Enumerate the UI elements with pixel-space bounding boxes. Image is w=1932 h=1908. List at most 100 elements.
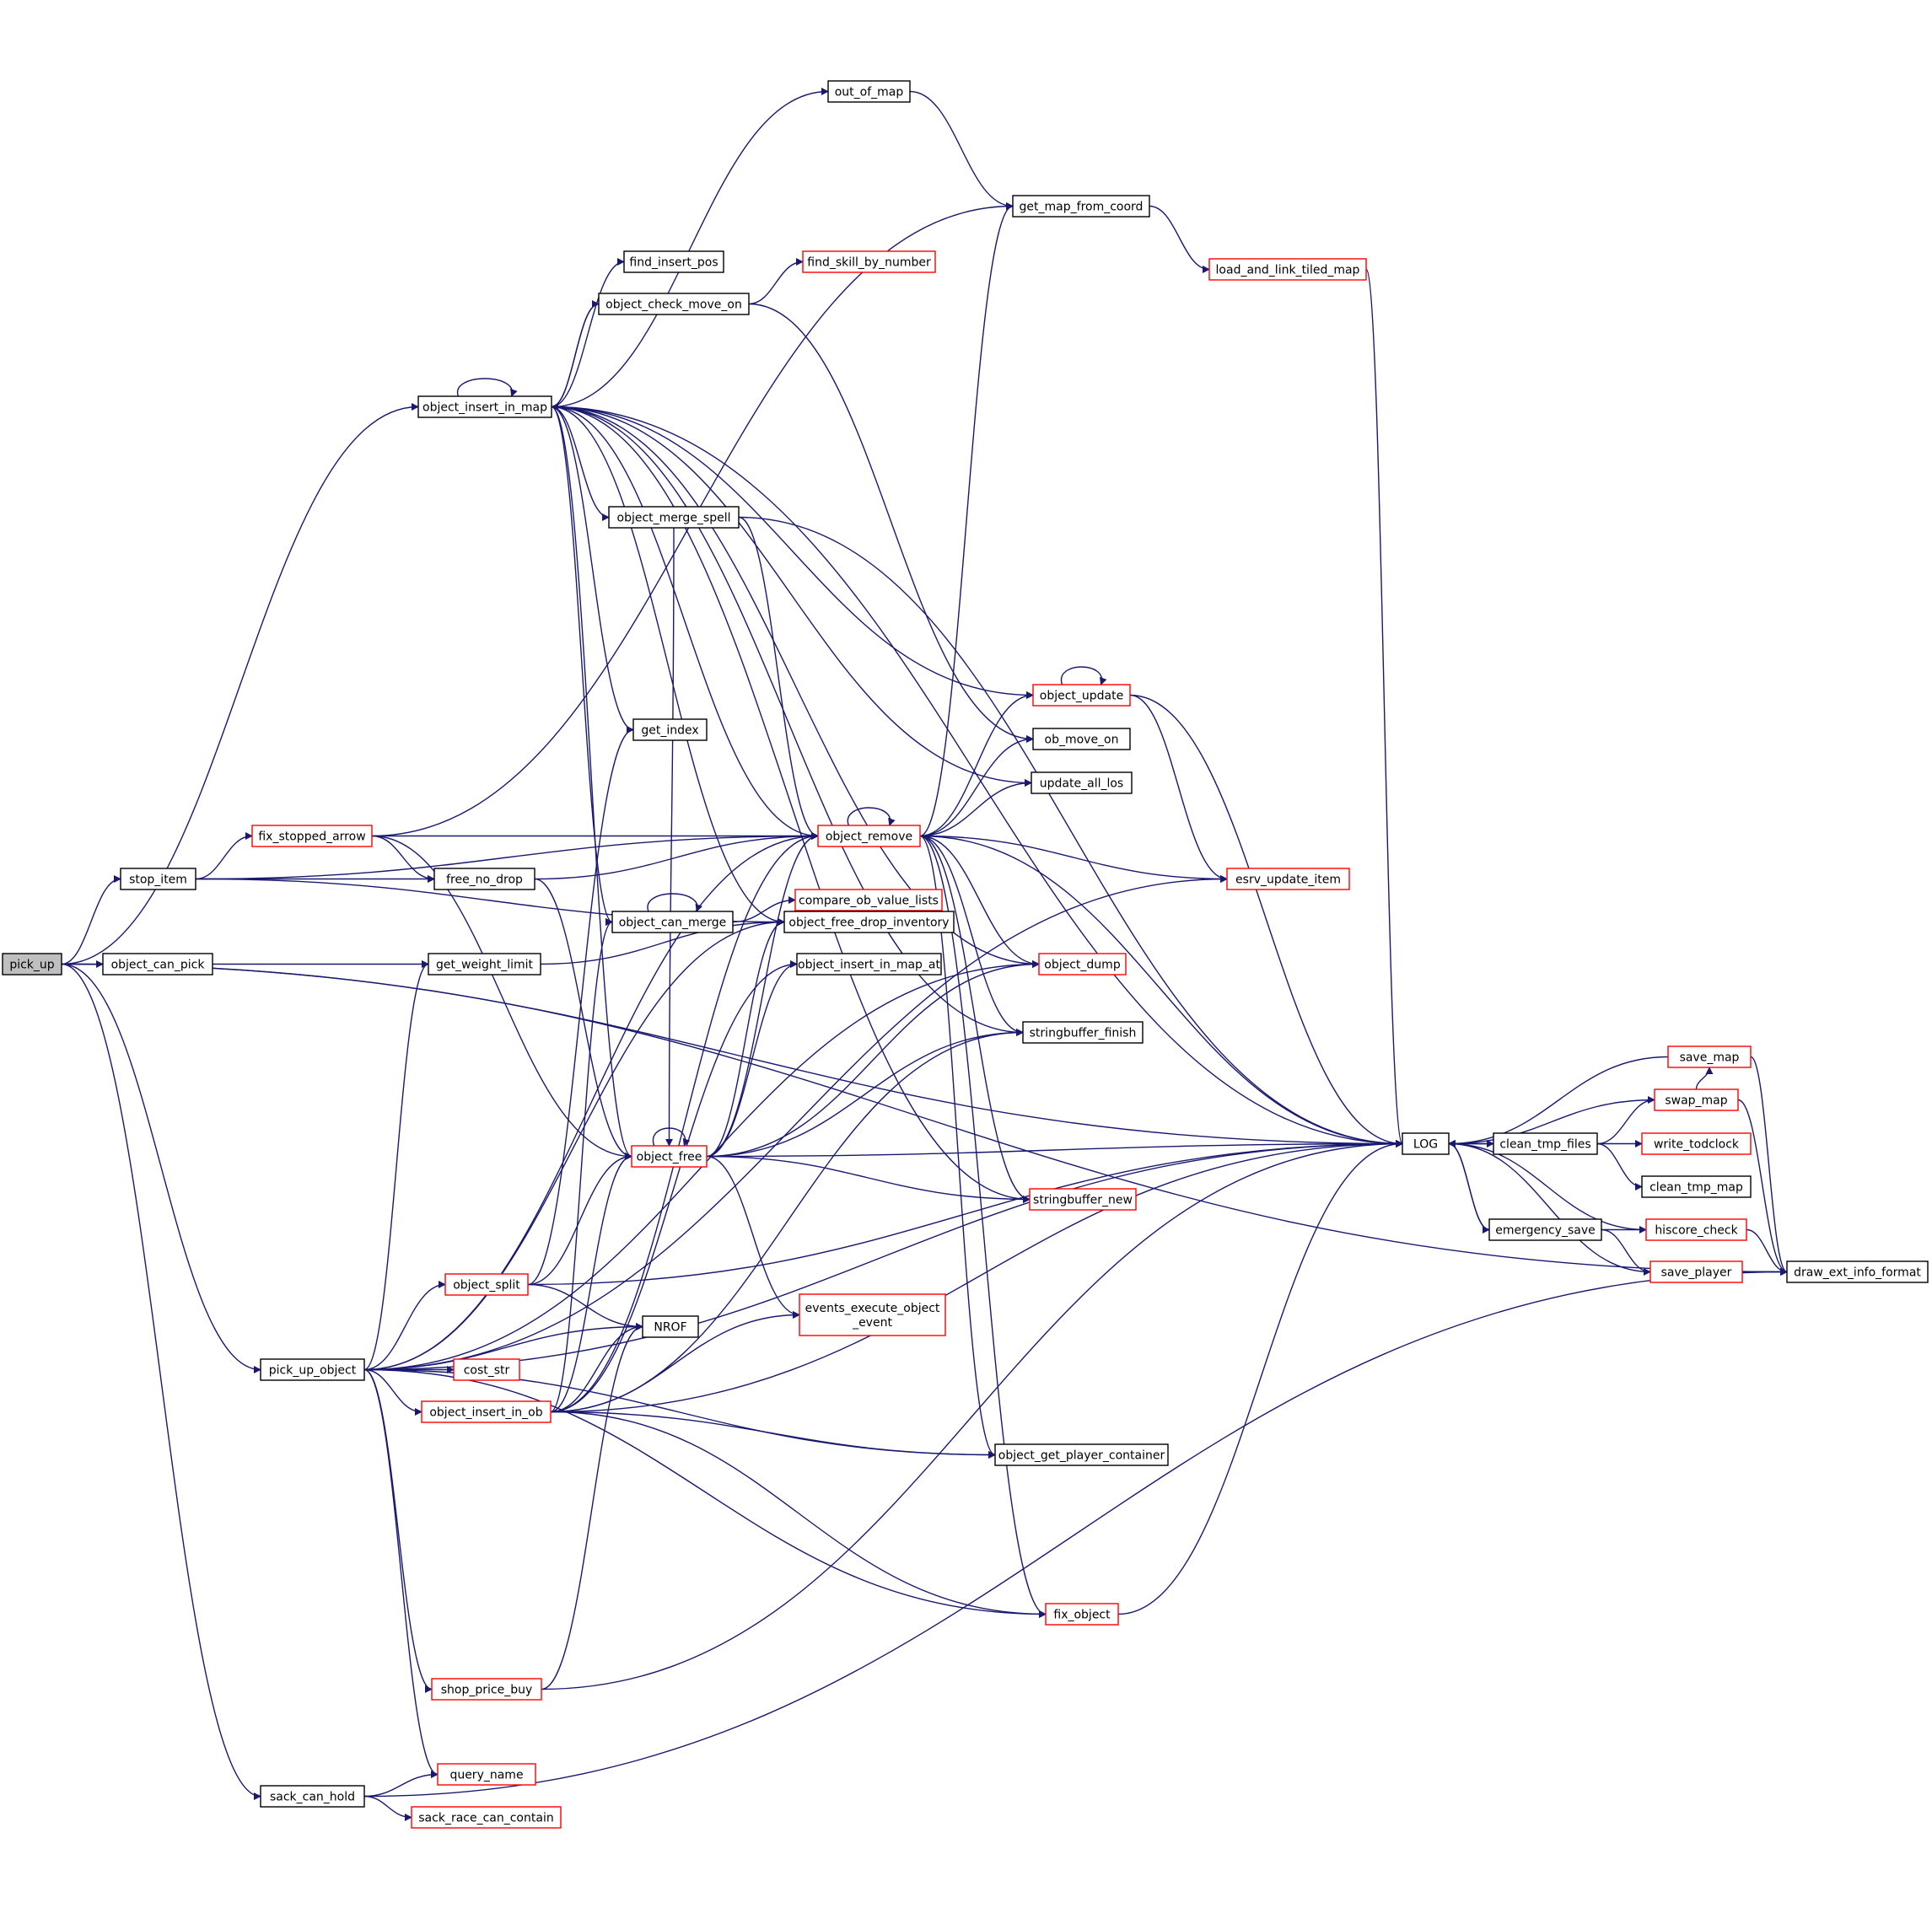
node-label: object_split (453, 1279, 520, 1293)
edge-object_insert_in_ob-to-object_free (550, 1153, 632, 1413)
node-get-weight-limit[interactable]: get_weight_limit (428, 953, 541, 975)
node-object-can-pick[interactable]: object_can_pick (102, 953, 213, 975)
node-label: object_check_move_on (605, 298, 742, 312)
node-hiscore-check[interactable]: hiscore_check (1645, 1218, 1747, 1241)
node-object-dump[interactable]: object_dump (1038, 953, 1127, 975)
node-label: free_no_drop (446, 873, 523, 887)
node-sack-can-hold[interactable]: sack_can_hold (260, 1785, 365, 1808)
node-object-merge-spell[interactable]: object_merge_spell (608, 506, 740, 529)
node-sack-race-can-contain[interactable]: sack_race_can_contain (411, 1806, 562, 1829)
edge-object_remove-to-get_map_from_coord (919, 202, 1014, 837)
node-object-insert-in-map[interactable]: object_insert_in_map (417, 395, 552, 418)
edge-object_free-to-stringbuffer_finish (706, 1029, 1024, 1158)
node-box (120, 868, 196, 890)
node-object-can-merge[interactable]: object_can_merge (611, 911, 734, 933)
node-object-free-drop-inventory[interactable]: object_free_drop_inventory (783, 911, 955, 933)
edge-free_no_drop-to-object_free (534, 878, 632, 1160)
node-clean-tmp-files[interactable]: clean_tmp_files (1493, 1132, 1598, 1155)
node-swap-map[interactable]: swap_map (1654, 1088, 1739, 1111)
node-NROF[interactable]: NROF (642, 1315, 699, 1338)
edge-object_remove-to-update_all_los (919, 779, 1032, 837)
edge-object_remove-to-stringbuffer_new (919, 835, 1031, 1203)
node-box (632, 718, 708, 741)
node-compare-ob-value-lists[interactable]: compare_ob_value_lists (794, 889, 943, 911)
node-stringbuffer-finish[interactable]: stringbuffer_finish (1022, 1021, 1144, 1044)
node-box (1022, 1021, 1144, 1044)
node-update-all-los[interactable]: update_all_los (1031, 771, 1133, 794)
node-object-remove[interactable]: object_remove (817, 825, 921, 847)
node-get-map-from-coord[interactable]: get_map_from_coord (1012, 195, 1150, 218)
node-label: shop_price_buy (441, 1684, 533, 1697)
edge-pick_up_object-to-object_free_drop_inventory (363, 918, 785, 1371)
node-object-insert-in-map-at[interactable]: object_insert_in_map_at (796, 953, 942, 975)
edge-object_free-to-object_insert_in_map_at (706, 960, 798, 1158)
edge-object_insert_in_map-to-object_free_drop_inventory (551, 406, 785, 926)
edge-sack_can_hold-to-query_name (363, 1771, 439, 1798)
node-draw-ext-info-format[interactable]: draw_ext_info_format (1786, 1260, 1929, 1283)
edge-free_no_drop-to-object_remove (534, 832, 819, 880)
node-emergency-save[interactable]: emergency_save (1488, 1218, 1602, 1241)
node-stop-item[interactable]: stop_item (120, 868, 196, 890)
node-out-of-map[interactable]: out_of_map (827, 80, 911, 103)
edge-pick_up-to-sack_can_hold (61, 963, 261, 1800)
node-pick-up[interactable]: pick_up (2, 953, 62, 975)
node-fix-object[interactable]: fix_object (1045, 1603, 1119, 1626)
node-fix-stopped-arrow[interactable]: fix_stopped_arrow (251, 825, 373, 847)
node-object-get-player-container[interactable]: object_get_player_container (994, 1443, 1169, 1466)
node-pick-up-object[interactable]: pick_up_object (260, 1358, 365, 1381)
node-object-free[interactable]: object_free (631, 1145, 708, 1168)
edge-object_remove-to-object_get_player_container (919, 835, 996, 1459)
edge-object_update-to-esrv_update_item (1129, 694, 1228, 883)
node-find-insert-pos[interactable]: find_insert_pos (623, 250, 724, 273)
edge-object_insert_in_map-to-get_index (551, 406, 634, 734)
edge-clean_tmp_files-to-clean_tmp_map (1596, 1142, 1643, 1190)
node-label: update_all_los (1040, 777, 1123, 791)
node-find-skill-by-number[interactable]: find_skill_by_number (802, 250, 936, 273)
edge-pick_up_object-to-object_remove (363, 832, 819, 1371)
node-cost-str[interactable]: cost_str (453, 1358, 520, 1381)
node-label: clean_tmp_map (1649, 1181, 1743, 1195)
node-LOG[interactable]: LOG (1402, 1132, 1450, 1155)
node-box (1641, 1175, 1752, 1198)
node-save-map[interactable]: save_map (1667, 1045, 1752, 1068)
node-label: stop_item (129, 873, 187, 887)
node-object-update[interactable]: object_update (1032, 684, 1131, 707)
node-box (417, 395, 552, 418)
node-label: object_insert_in_map (422, 401, 547, 415)
node-free-no-drop[interactable]: free_no_drop (433, 868, 535, 890)
node-box (437, 1763, 536, 1786)
edge-object_free-to-stringbuffer_new (706, 1155, 1031, 1203)
node-save-player[interactable]: save_player (1649, 1260, 1743, 1283)
edge-clean_tmp_files-to-swap_map (1596, 1096, 1655, 1145)
edge-object_insert_in_map-to-object_free (551, 406, 632, 1160)
node-shop-price-buy[interactable]: shop_price_buy (431, 1678, 542, 1701)
node-label: object_can_pick (111, 959, 206, 972)
node-label: hiscore_check (1655, 1224, 1738, 1238)
node-box (802, 250, 936, 273)
node-label: object_remove (826, 830, 912, 844)
edge-object_insert_in_ob-to-LOG (550, 1140, 1403, 1413)
node-object-check-move-on[interactable]: object_check_move_on (598, 293, 750, 315)
node-stringbuffer-new[interactable]: stringbuffer_new (1029, 1188, 1137, 1211)
node-get-index[interactable]: get_index (632, 718, 708, 741)
edge-object_update-to-object_update (1060, 666, 1107, 685)
node-box (783, 911, 955, 933)
node-write-todclock[interactable]: write_todclock (1641, 1132, 1752, 1155)
node-load-and-link-tiled-map[interactable]: load_and_link_tiled_map (1208, 258, 1367, 281)
node-object-insert-in-ob[interactable]: object_insert_in_ob (421, 1400, 552, 1423)
node-ob-move-on[interactable]: ob_move_on (1032, 728, 1131, 750)
node-box (260, 1785, 365, 1808)
edge-pick_up_object-to-object_split (363, 1281, 446, 1371)
edge-object_remove-to-ob_move_on (919, 735, 1034, 837)
edge-object_insert_in_map-to-object_remove (551, 406, 819, 840)
node-clean-tmp-map[interactable]: clean_tmp_map (1641, 1175, 1752, 1198)
node-object-split[interactable]: object_split (444, 1273, 529, 1296)
node-query-name[interactable]: query_name (437, 1763, 536, 1786)
node-label: object_can_merge (619, 916, 727, 930)
edge-object_remove-to-stringbuffer_finish (919, 835, 1024, 1036)
edge-object_merge_spell-to-object_remove (738, 516, 819, 840)
node-events-execute-object-event[interactable]: events_execute_object_event (799, 1293, 946, 1336)
node-esrv-update-item[interactable]: esrv_update_item (1226, 868, 1350, 890)
node-box (444, 1273, 529, 1296)
node-label: out_of_map (835, 86, 904, 99)
